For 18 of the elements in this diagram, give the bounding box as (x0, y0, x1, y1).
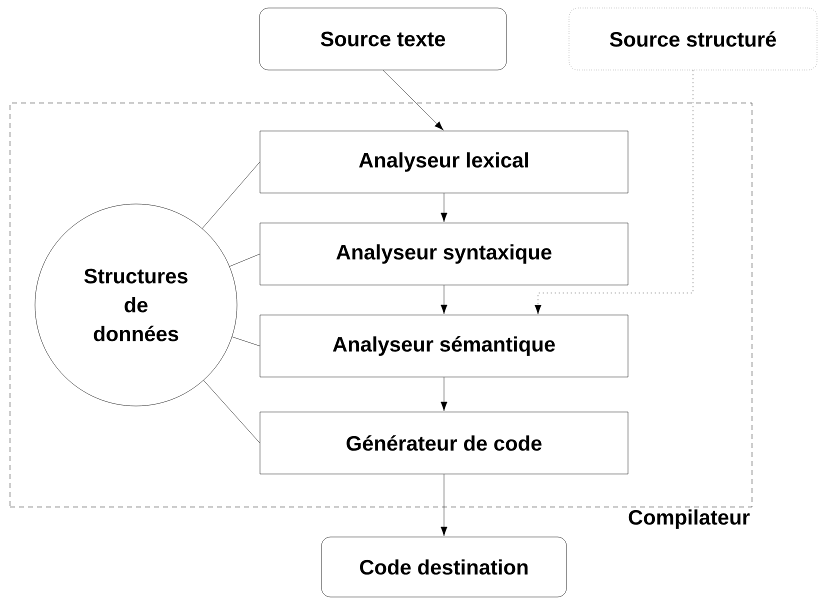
process-box: Analyseur syntaxique (260, 222, 628, 286)
arrow (382, 70, 444, 130)
connector-line (202, 162, 260, 229)
terminal-box: Source texte (259, 8, 507, 70)
process-box: Analyseur lexical (260, 130, 628, 194)
arrow (440, 377, 448, 412)
arrow (440, 285, 448, 314)
process-box: Générateur de code (260, 412, 628, 474)
process-box: Analyseur sémantique (260, 314, 628, 378)
connector-line (203, 380, 260, 444)
node-label: Compilateur (628, 509, 750, 529)
connector-line (229, 254, 260, 267)
arrow (440, 474, 448, 536)
terminal-box: Source structuré (568, 8, 818, 70)
arrow (534, 70, 694, 314)
arrow (440, 193, 448, 222)
connector-line (232, 336, 260, 346)
terminal-box: Code destination (321, 536, 567, 598)
